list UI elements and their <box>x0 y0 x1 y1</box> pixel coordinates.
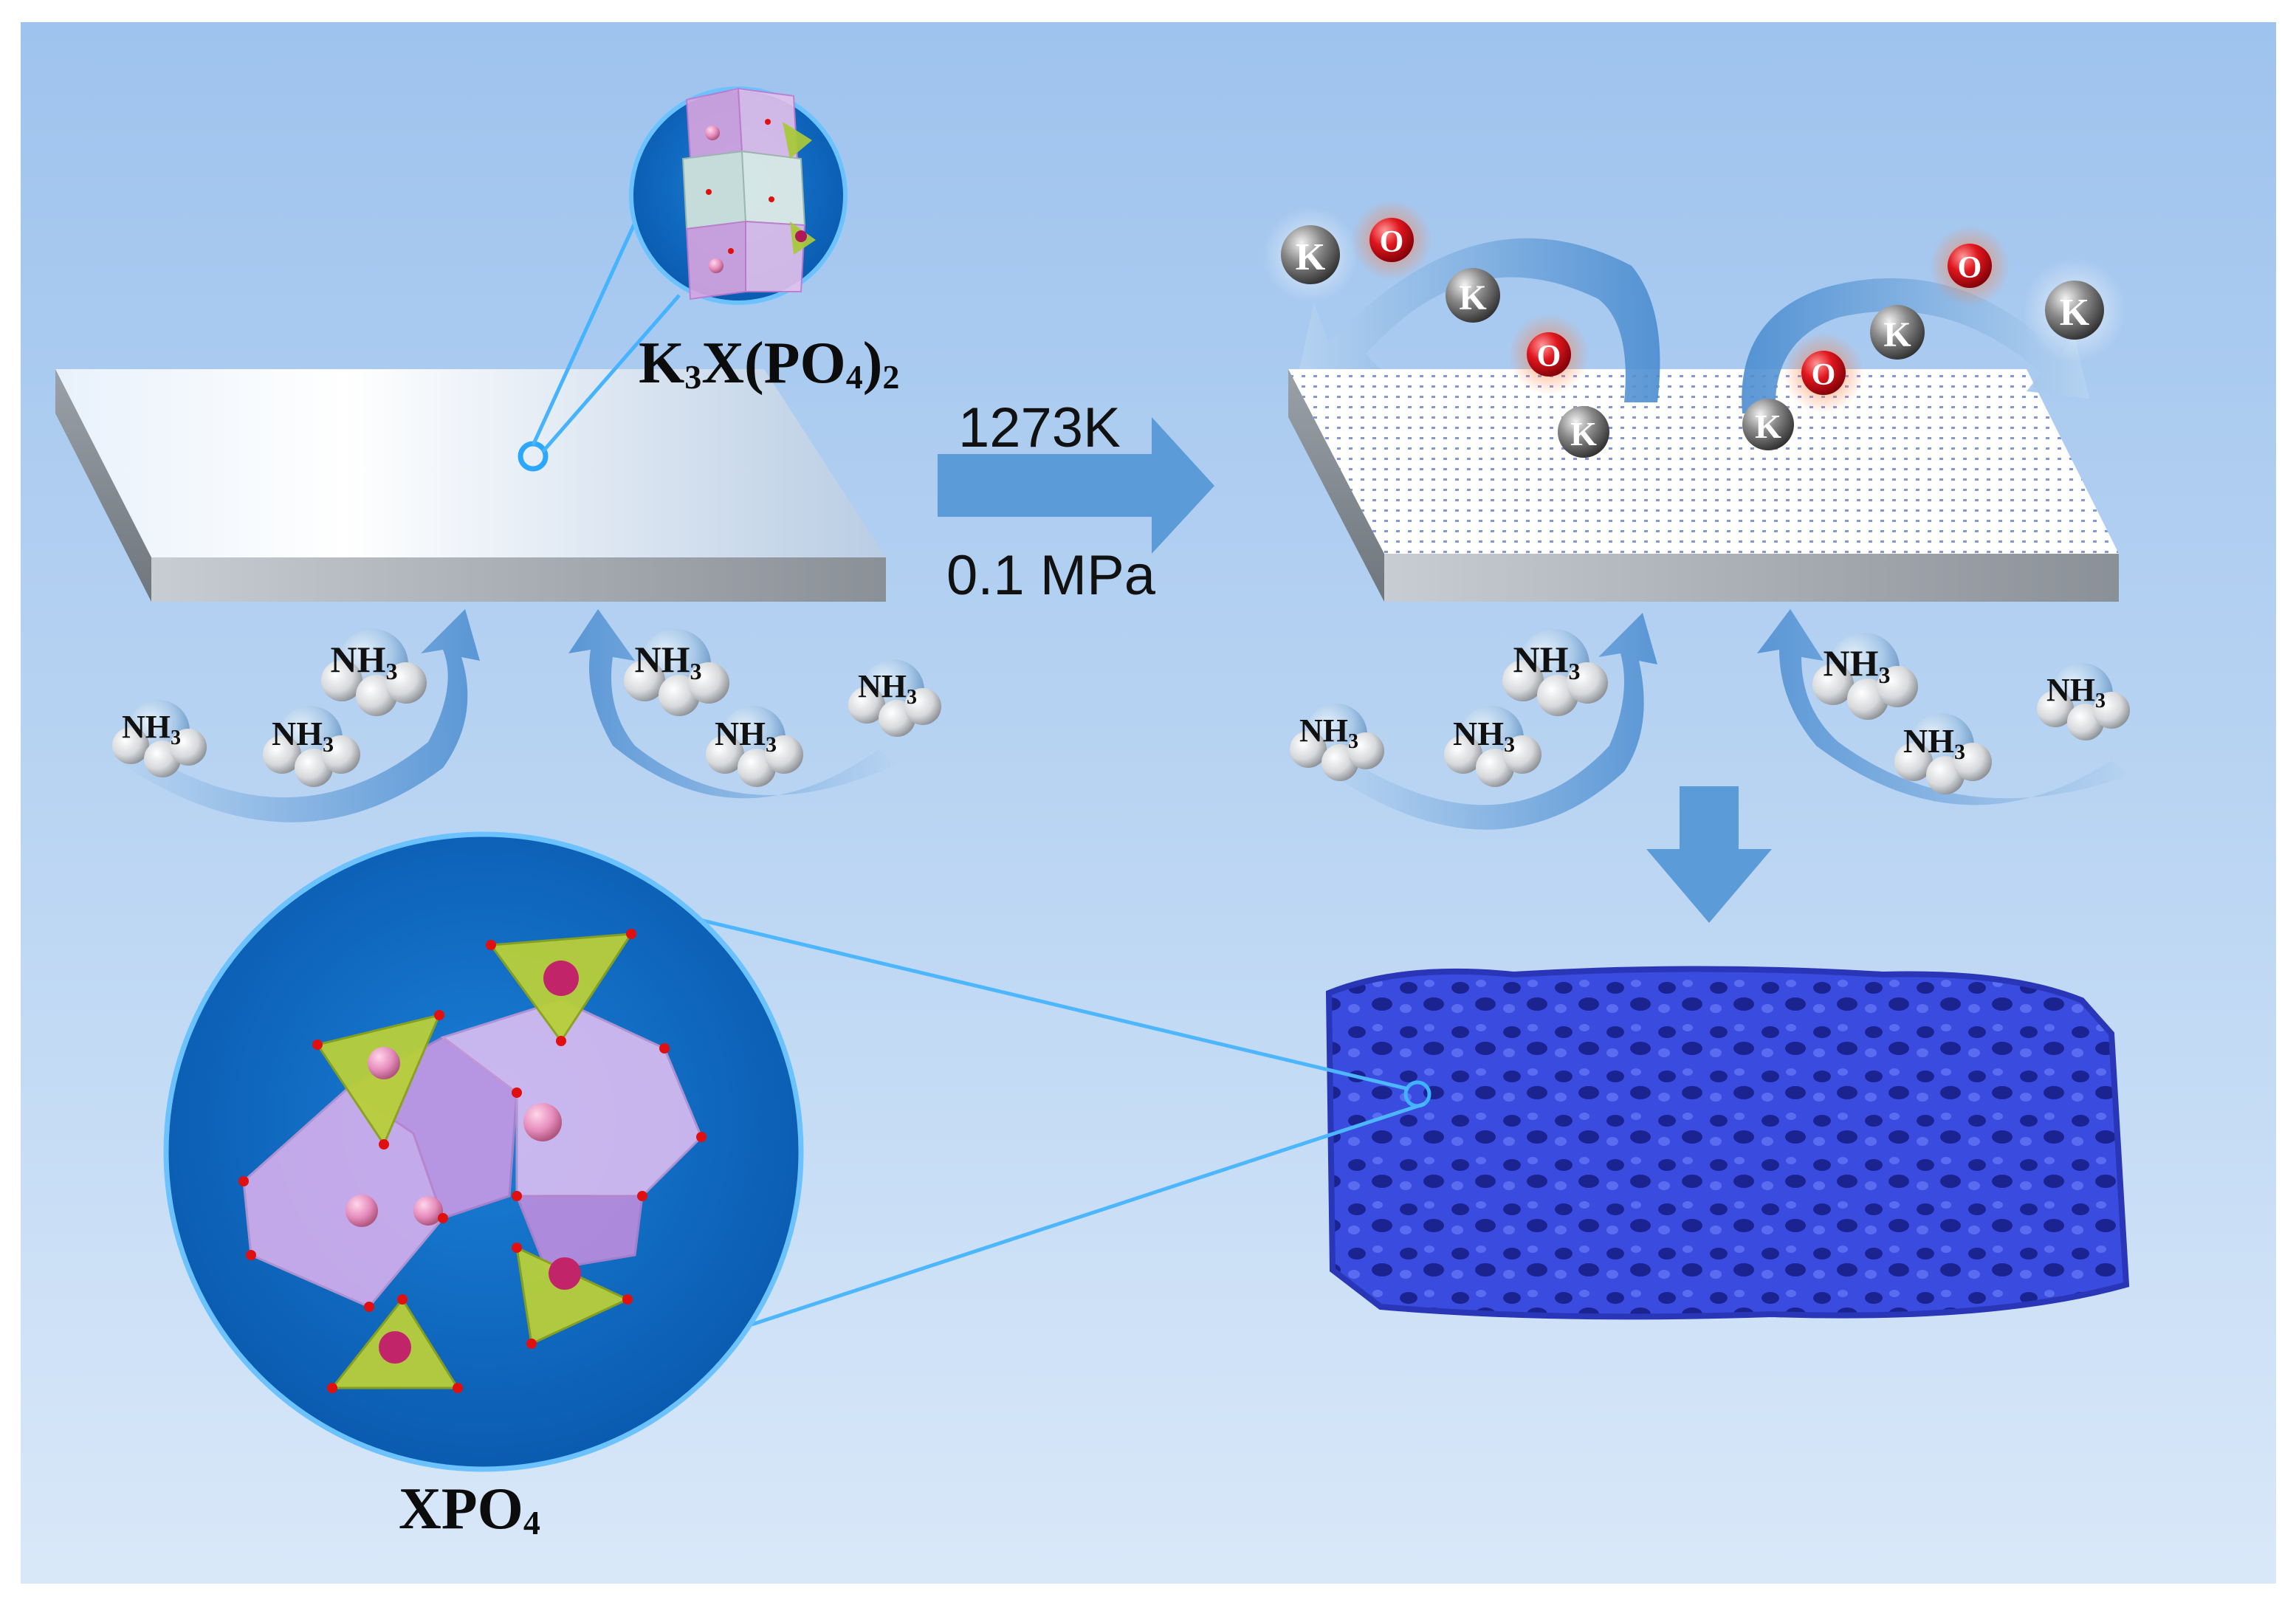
nh3-molecule: NH3 <box>263 706 360 787</box>
precursor-formula: K3X(PO4)2 <box>639 331 899 396</box>
down-arrow <box>1646 786 1772 923</box>
temperature-label: 1273K <box>958 396 1121 459</box>
product-formula-main: XPO <box>399 1477 523 1542</box>
svg-text:NH3: NH3 <box>331 639 398 684</box>
ammonia-flow-arrows <box>122 609 2130 830</box>
svg-text:K: K <box>1883 315 1911 354</box>
nh3-molecule: NH3 <box>1894 713 1992 794</box>
formula-close: ) <box>863 331 883 396</box>
svg-text:NH3: NH3 <box>1453 715 1515 757</box>
svg-text:K: K <box>1296 236 1326 278</box>
oxygen-atom-3: O <box>1801 351 1846 395</box>
precursor-slab <box>55 369 886 602</box>
svg-text:K: K <box>1755 408 1781 445</box>
svg-text:NH3: NH3 <box>715 715 777 757</box>
nh3-molecule: NH3 <box>1290 704 1384 781</box>
svg-text:O: O <box>1380 225 1404 259</box>
nh3-molecule: NH3 <box>1502 629 1608 716</box>
oxygen-atom-1: O <box>1369 218 1414 262</box>
product-crystal-structure <box>238 929 707 1393</box>
oxygen-atom-4: O <box>1948 244 1992 288</box>
formula-k: K <box>639 331 684 396</box>
nh3-molecule: NH3 <box>2037 663 2130 741</box>
svg-text:K: K <box>1459 278 1486 317</box>
potassium-oxygen-atoms: K O K O K K O K <box>1262 199 2126 458</box>
svg-text:K: K <box>2060 292 2090 334</box>
pressure-label: 0.1 MPa <box>946 544 1156 607</box>
svg-text:NH3: NH3 <box>635 639 702 684</box>
reacting-slab <box>1288 369 2119 602</box>
svg-text:NH3: NH3 <box>2046 672 2106 712</box>
svg-text:NH3: NH3 <box>1903 722 1965 764</box>
precursor-crystal-structure <box>681 87 816 300</box>
nh3-molecules-right: NH3 NH3 NH3 NH3 NH3 <box>1290 629 2130 794</box>
potassium-atom-3: K <box>1558 406 1609 458</box>
svg-text:NH3: NH3 <box>1513 639 1581 684</box>
nh3-molecule: NH3 <box>706 706 803 787</box>
svg-text:K: K <box>1570 415 1597 453</box>
svg-text:NH3: NH3 <box>122 709 181 749</box>
potassium-atom-4: K <box>1742 399 1794 450</box>
svg-text:NH3: NH3 <box>858 668 917 709</box>
nh3-molecule: NH3 <box>1444 706 1541 787</box>
potassium-atom-1: K <box>1281 225 1340 284</box>
nh3-molecule: NH3 <box>112 700 207 777</box>
product-zoom-lines <box>634 902 1426 1331</box>
svg-text:NH3: NH3 <box>1299 712 1358 753</box>
svg-text:NH3: NH3 <box>1824 642 1891 688</box>
formula-sub-2: 2 <box>882 358 899 396</box>
nh3-molecule: NH3 <box>624 629 729 716</box>
svg-text:O: O <box>1958 251 1982 285</box>
precursor-crystal-view <box>629 86 848 305</box>
porous-product <box>1325 966 2130 1320</box>
nh3-molecules-left: NH3 NH3 NH3 NH3 NH3 <box>112 629 941 787</box>
process-arrow: 1273K 0.1 MPa <box>938 396 1214 607</box>
product-formula: XPO4 <box>399 1477 540 1542</box>
potassium-atom-5: K <box>1870 305 1925 360</box>
escape-arrows <box>1299 238 2089 413</box>
nh3-molecule: NH3 <box>1812 633 1918 720</box>
potassium-atom-6: K <box>2045 281 2104 340</box>
formula-sub-4: 4 <box>846 358 863 396</box>
svg-text:O: O <box>1812 358 1836 392</box>
product-crystal-view <box>163 831 804 1472</box>
svg-text:O: O <box>1537 340 1561 374</box>
svg-text:NH3: NH3 <box>272 715 334 757</box>
potassium-atom-2: K <box>1446 268 1500 323</box>
precursor-zoom-lines <box>531 189 681 453</box>
nh3-molecule: NH3 <box>848 659 941 737</box>
formula-sub-3: 3 <box>684 358 701 396</box>
formula-x-po: X(PO <box>701 331 846 396</box>
oxygen-atom-2: O <box>1527 332 1571 377</box>
product-formula-sub: 4 <box>523 1504 540 1542</box>
nh3-molecule: NH3 <box>321 629 427 716</box>
